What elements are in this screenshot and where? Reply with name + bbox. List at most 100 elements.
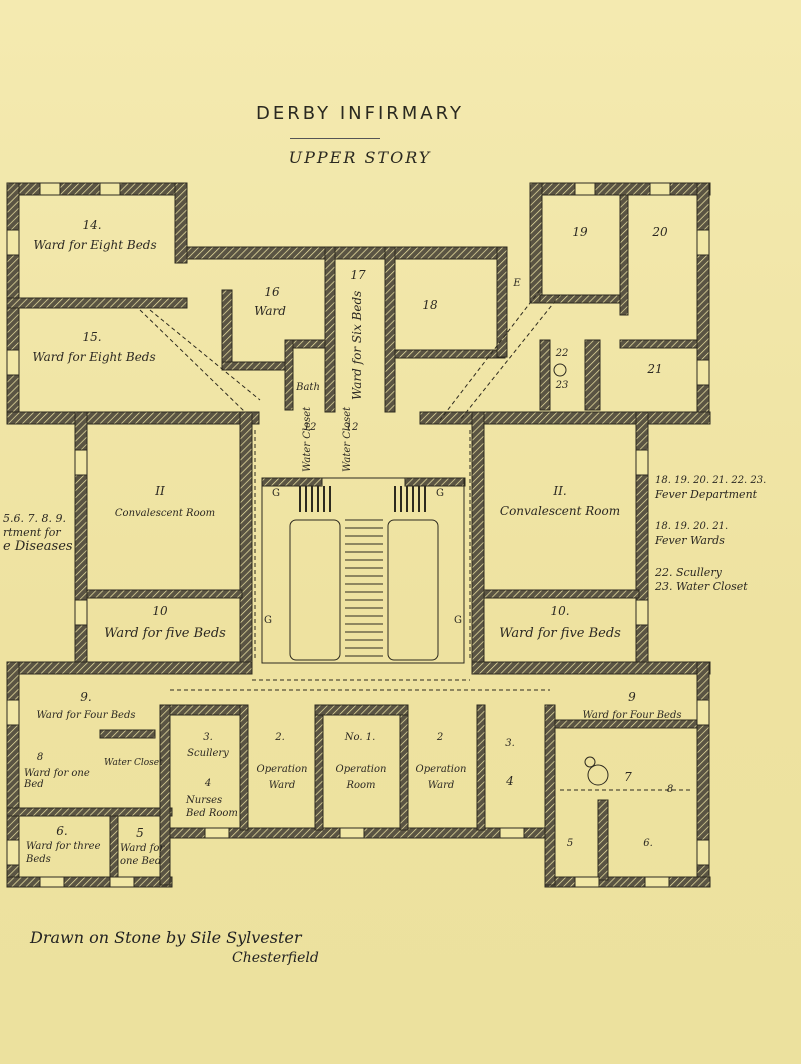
room-15-number: 15. <box>82 330 102 344</box>
water-closet-small: Water Closet <box>104 758 163 768</box>
ward-five-right-number: 10. <box>550 604 570 618</box>
gallery-g-1: G <box>272 488 280 499</box>
wall <box>314 704 409 716</box>
room-e-label: E <box>513 278 521 289</box>
wall <box>324 246 336 413</box>
gallery-g-3: G <box>264 615 272 626</box>
wall <box>261 477 323 487</box>
wall <box>109 815 119 879</box>
room-8-right: 8 <box>666 784 674 795</box>
wall <box>544 876 711 888</box>
room-17-name: Ward for Six Beds <box>350 290 364 400</box>
wall <box>86 589 243 599</box>
room-14-number: 14. <box>82 218 102 232</box>
wall <box>584 339 601 411</box>
ward-one-bed-number: 5 <box>136 826 144 840</box>
wall <box>186 246 498 260</box>
room-17-number: 17 <box>350 268 366 282</box>
scullery-name: Scullery <box>187 748 229 759</box>
operation-ward-right-name: Operation Ward <box>415 764 467 791</box>
room-21-number: 21 <box>647 362 663 376</box>
one-bed-ward-name: Ward for one Bed <box>24 768 90 790</box>
wall <box>419 411 711 425</box>
room-16-name: Ward <box>254 304 286 318</box>
wall <box>619 339 698 349</box>
right-legend-line: Fever Wards <box>655 534 725 547</box>
wall <box>399 704 409 831</box>
wall <box>6 297 188 309</box>
ward-three-number: 6. <box>56 824 68 838</box>
right-legend-line: Fever Department <box>655 488 758 501</box>
wall <box>314 704 324 831</box>
room-22-number: 22 <box>555 348 569 359</box>
room-15-name: Ward for Eight Beds <box>32 350 156 364</box>
stair-treads <box>345 519 383 657</box>
room-7-right: 7 <box>624 770 632 784</box>
right-legend-line: 23. Water Closet <box>655 580 748 593</box>
wall <box>169 704 246 716</box>
ward-four-left-number: 9. <box>80 690 92 704</box>
right-legend-line: 18. 19. 20. 21. <box>655 521 729 532</box>
nurses-room-number: 4 <box>204 778 212 789</box>
nurses-room-name: Nurses Bed Room <box>186 795 238 819</box>
wall <box>159 704 171 886</box>
operation-room-number: No. 1. <box>344 732 376 743</box>
wall <box>483 589 640 599</box>
operation-ward-left-name: Operation Ward <box>256 764 308 791</box>
ward-four-left-name: Ward for Four Beds <box>36 710 136 721</box>
wall <box>529 182 711 196</box>
room-5-right: 5 <box>566 838 574 849</box>
room-6-right: 6. <box>643 838 653 849</box>
ward-three-name: Ward for three Beds <box>26 841 101 865</box>
wall <box>284 339 294 411</box>
right-legend-line: 18. 19. 20. 21. 22. 23. <box>655 475 767 486</box>
wall <box>476 704 486 831</box>
wall <box>496 246 508 358</box>
title-rule <box>290 138 380 139</box>
room-3-right: 3. <box>505 738 515 749</box>
page-title: DERBY INFIRMARY <box>256 103 464 124</box>
wall <box>619 194 629 316</box>
wall <box>239 411 253 663</box>
wall <box>544 704 556 886</box>
operation-ward-right-number: 2 <box>436 732 444 743</box>
right-legend-line: 22. Scullery <box>655 566 722 579</box>
left-legend-line: 5.6. 7. 8. 9. <box>3 512 66 525</box>
wall <box>6 411 260 425</box>
gallery-g-4: G <box>454 615 462 626</box>
wall <box>221 289 233 371</box>
room-12-left: 12 <box>303 422 317 433</box>
gallery-g-2: G <box>436 488 444 499</box>
wall <box>221 361 289 371</box>
operation-ward-left-number: 2. <box>275 732 285 743</box>
room-23-number: 23 <box>555 380 569 391</box>
ward-one-bed-name: Ward for one Bed <box>120 843 165 867</box>
wall <box>6 661 253 675</box>
signature-line-2: Chesterfield <box>232 950 319 966</box>
ward-four-right-number: 9 <box>628 690 636 704</box>
left-legend-line: rtment for <box>3 526 61 539</box>
wall <box>471 661 711 675</box>
room-4-right: 4 <box>506 774 514 788</box>
wall <box>239 704 249 831</box>
wall <box>471 411 485 663</box>
room-20-number: 20 <box>652 225 668 239</box>
wall <box>404 477 466 487</box>
wall <box>554 719 698 729</box>
convalescent-right-number: II. <box>553 484 567 498</box>
one-bed-ward-number: 8 <box>36 752 44 763</box>
ward-four-right-name: Ward for Four Beds <box>582 710 682 721</box>
room-14-name: Ward for Eight Beds <box>33 238 157 252</box>
left-legend-line: e Diseases <box>3 539 73 554</box>
wall <box>6 807 173 817</box>
room-16-number: 16 <box>264 285 280 299</box>
staircase-hall <box>261 477 465 664</box>
wall <box>174 182 188 264</box>
convalescent-right-name: Convalescent Room <box>499 504 621 518</box>
scullery-number: 3. <box>203 732 213 743</box>
bath-label: Bath <box>296 382 320 393</box>
room-19-number: 19 <box>572 225 588 239</box>
ward-five-left-number: 10 <box>152 604 168 618</box>
right-legend: 18. 19. 20. 21. 22. 23. Fever Department… <box>655 474 766 594</box>
